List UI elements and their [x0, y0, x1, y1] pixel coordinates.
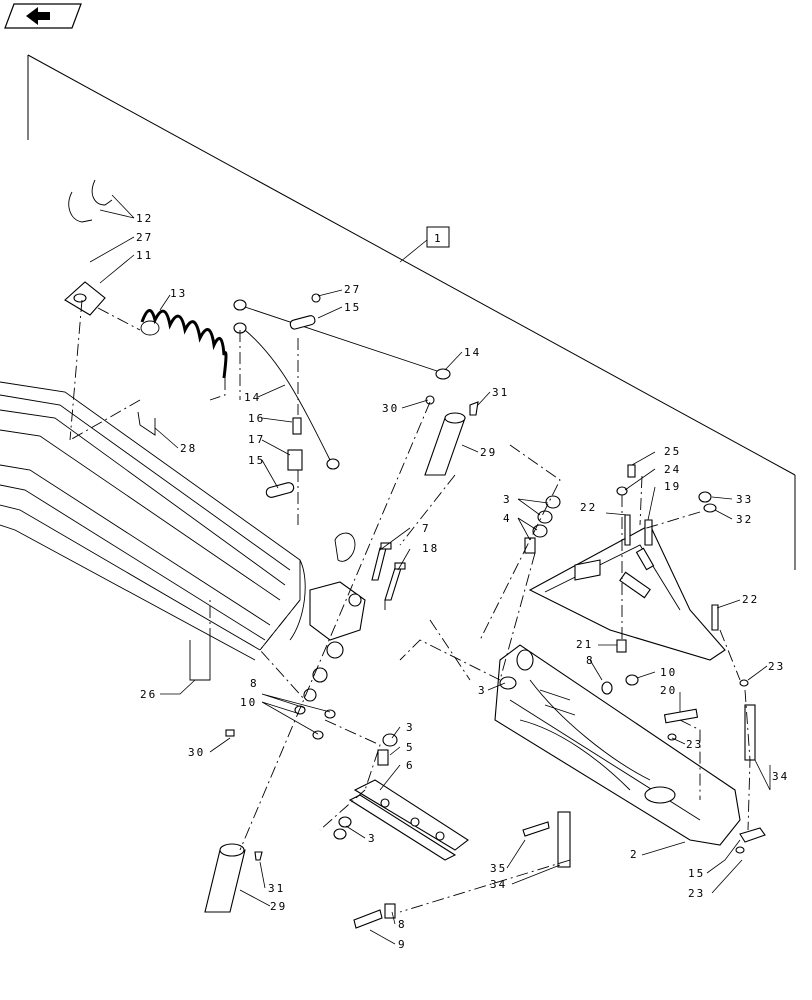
label-26: 26 [140, 688, 157, 701]
label-15: 15 [344, 301, 361, 314]
svg-text:1: 1 [434, 232, 443, 245]
label-8: 8 [398, 918, 407, 931]
label-8: 8 [586, 654, 595, 667]
label-12: 12 [136, 212, 153, 225]
label-15: 15 [688, 867, 705, 880]
label-19: 19 [664, 480, 681, 493]
label-4: 4 [503, 512, 512, 525]
link-rods [233, 299, 451, 470]
back-arrow-icon[interactable] [4, 3, 82, 29]
label-9: 9 [398, 938, 407, 951]
center-lines [69, 299, 751, 913]
label-27: 27 [136, 231, 153, 244]
label-13: 13 [170, 287, 187, 300]
label-25: 25 [664, 445, 681, 458]
hair-pin-clips [68, 179, 113, 223]
label-6: 6 [406, 759, 415, 772]
label-23: 23 [688, 887, 705, 900]
label-18: 18 [422, 542, 439, 555]
label-24: 24 [664, 463, 681, 476]
label-14: 14 [244, 391, 261, 404]
hitch-bracket [303, 532, 366, 702]
label-31: 31 [492, 386, 509, 399]
pivot-link [348, 779, 469, 861]
label-3: 3 [478, 684, 487, 697]
label-32: 32 [736, 513, 753, 526]
item-labels: 12 27 11 13 27 15 14 14 16 17 15 28 30 3… [136, 212, 789, 951]
label-20: 20 [660, 684, 677, 697]
link-plates [265, 293, 321, 498]
label-22: 22 [580, 501, 597, 514]
sleeves [204, 412, 466, 913]
label-17: 17 [248, 433, 265, 446]
label-34: 34 [772, 770, 789, 783]
label-29: 29 [480, 446, 497, 459]
spring [140, 309, 228, 379]
label-22: 22 [742, 593, 759, 606]
label-23: 23 [686, 738, 703, 751]
frame-assembly [494, 644, 741, 846]
label-30: 30 [382, 402, 399, 415]
hardware [225, 395, 766, 929]
label-34: 34 [490, 878, 507, 891]
frame-outline [27, 54, 796, 570]
label-3: 3 [503, 493, 512, 506]
leader-lines [89, 194, 771, 945]
u-bolts [137, 411, 211, 681]
label-7: 7 [422, 522, 431, 535]
label-2: 2 [630, 848, 639, 861]
label-5: 5 [406, 741, 415, 754]
label-10: 10 [660, 666, 677, 679]
label-16: 16 [248, 412, 265, 425]
boom-arm [0, 381, 306, 661]
label-31: 31 [268, 882, 285, 895]
label-21: 21 [576, 638, 593, 651]
label-23: 23 [768, 660, 785, 673]
label-14: 14 [464, 346, 481, 359]
washers [294, 464, 717, 840]
label-15: 15 [248, 454, 265, 467]
label-8: 8 [250, 677, 259, 690]
spring-bracket [64, 281, 106, 316]
label-3: 3 [406, 721, 415, 734]
label-33: 33 [736, 493, 753, 506]
label-10: 10 [240, 696, 257, 709]
triangle-bracket [528, 524, 726, 661]
label-3: 3 [368, 832, 377, 845]
label-11: 11 [136, 249, 153, 262]
label-35: 35 [490, 862, 507, 875]
callout-box: 1 [399, 226, 450, 263]
label-27: 27 [344, 283, 361, 296]
bolts [371, 542, 406, 601]
label-29: 29 [270, 900, 287, 913]
label-30: 30 [188, 746, 205, 759]
label-28: 28 [180, 442, 197, 455]
